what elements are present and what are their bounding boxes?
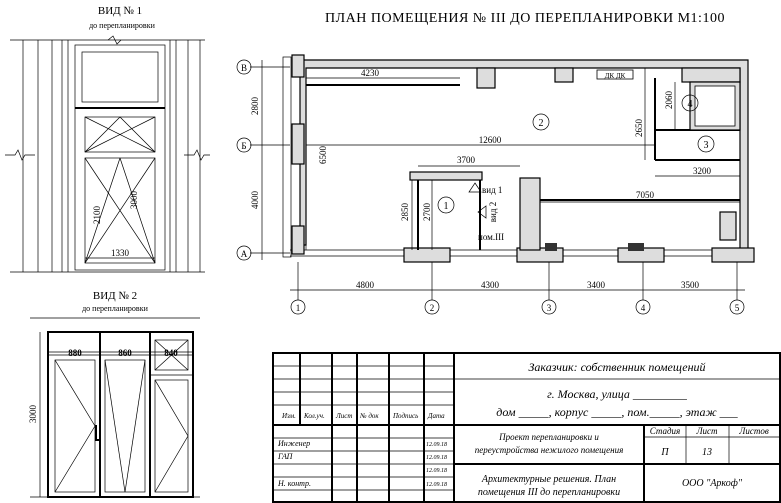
role-engineer: Инженер (277, 439, 310, 448)
view-2: ВИД № 2 до перепланировки 880 860 840 30… (28, 290, 200, 498)
svg-text:2: 2 (539, 118, 544, 129)
view-1-marker: вид 1 (482, 185, 502, 195)
view-1-dim-door: 2100 (92, 206, 102, 225)
dim-2700: 2700 (422, 203, 432, 222)
dim-7050: 7050 (636, 190, 655, 200)
sheets-header: Листов (738, 426, 769, 436)
room-3-marker: 3 (697, 135, 715, 153)
svg-text:Б: Б (241, 141, 246, 151)
view-1-arrow-icon (468, 182, 482, 193)
dim-4300: 4300 (481, 280, 500, 290)
dim-3200: 3200 (693, 166, 712, 176)
date-row-3: 12.09.18 (426, 468, 447, 474)
address-line-1: г. Москва, улица _________ (547, 387, 688, 401)
view-1-window-frame (74, 44, 166, 271)
dim-2800: 2800 (250, 97, 260, 116)
address-line-2: дом _____, корпус _____, пом._____, этаж… (496, 405, 738, 419)
dim-2060: 2060 (664, 91, 674, 110)
dim-2650: 2650 (634, 119, 644, 138)
header-doc: № док (359, 412, 379, 420)
company: ООО "Аркоф" (682, 478, 743, 489)
view-2-dim-1: 880 (68, 348, 82, 358)
vent-ducts-label: ДК ДК (605, 72, 626, 80)
dim-4230: 4230 (361, 68, 380, 78)
header-date: Дата (427, 412, 445, 420)
view-2-door-handle (95, 425, 100, 441)
customer: Заказчик: собственник помещений (528, 360, 705, 374)
dim-4000: 4000 (250, 191, 260, 210)
project-title-2: переустройства нежилого помещения (475, 445, 624, 455)
room-label: пом.III (478, 232, 504, 242)
view-1-dim-width: 1330 (111, 248, 130, 258)
view-1: ВИД № 1 до перепланировки (5, 5, 210, 273)
date-norm-control: 12.09.18 (426, 482, 447, 488)
header-signature: Подпись (392, 412, 418, 420)
svg-text:2: 2 (430, 303, 435, 313)
header-sheet: Лист (335, 412, 352, 420)
stage-value: П (660, 447, 669, 458)
svg-text:В: В (241, 63, 247, 73)
room-4-marker: 4 (681, 94, 699, 112)
view-2-marker: вид 2 (488, 202, 498, 222)
view-1-subtitle: до перепланировки (89, 21, 156, 30)
room-2-marker: 2 (532, 113, 550, 131)
svg-text:1: 1 (296, 303, 301, 313)
header-change: Изм. (281, 412, 296, 420)
view-2-dim-3: 840 (164, 348, 178, 358)
dim-3400: 3400 (587, 280, 606, 290)
svg-text:4: 4 (688, 99, 693, 110)
view-2-subtitle: до перепланировки (82, 304, 149, 313)
svg-text:1: 1 (444, 201, 449, 212)
svg-text:4: 4 (641, 303, 646, 313)
role-gap: ГАП (277, 452, 294, 461)
view-2-frame (47, 331, 194, 498)
axes-letters: В Б А 2800 4000 (236, 59, 290, 261)
view-2-title: ВИД № 2 (93, 290, 137, 302)
dim-2850: 2850 (400, 203, 410, 222)
header-qty: Кол.уч. (303, 412, 325, 420)
drawing-title-2: помещения III до перепланировки (478, 487, 620, 498)
view-2-dim-height: 3000 (28, 405, 38, 424)
view-2-arrow-icon (477, 205, 487, 219)
axes-numbers: 1 2 3 4 5 4800 4300 3400 3500 (290, 262, 745, 315)
dim-4800: 4800 (356, 280, 375, 290)
title-block: Изм. Кол.уч. Лист № док Подпись Дата Инж… (272, 352, 781, 503)
svg-text:3: 3 (547, 303, 552, 313)
dim-3500: 3500 (681, 280, 700, 290)
view-1-walls (22, 40, 201, 272)
svg-text:А: А (241, 249, 248, 259)
dim-12600: 12600 (479, 135, 502, 145)
sheet-header: Лист (695, 426, 718, 436)
view-1-dim-height: 3000 (129, 191, 139, 210)
svg-text:5: 5 (735, 303, 740, 313)
dim-6500: 6500 (318, 146, 328, 165)
view-1-title: ВИД № 1 (98, 5, 142, 17)
project-title-1: Проект перепланировки и (498, 432, 599, 442)
plan-title: ПЛАН ПОМЕЩЕНИЯ № III ДО ПЕРЕПЛАНИРОВКИ М… (325, 11, 725, 26)
date-engineer: 12.09.18 (426, 442, 447, 448)
date-gap: 12.09.18 (426, 455, 447, 461)
role-norm-control: Н. контр. (277, 479, 311, 488)
drawing-title-1: Архитектурные решения. План (481, 474, 616, 485)
floor-plan: ПЛАН ПОМЕЩЕНИЯ № III ДО ПЕРЕПЛАНИРОВКИ М… (236, 11, 755, 315)
sheet-value: 13 (702, 447, 712, 458)
svg-text:3: 3 (704, 140, 709, 151)
stage-header: Стадия (650, 426, 680, 436)
dim-3700: 3700 (457, 155, 476, 165)
room-1-marker: 1 (437, 196, 455, 214)
view-2-dim-2: 860 (118, 348, 132, 358)
